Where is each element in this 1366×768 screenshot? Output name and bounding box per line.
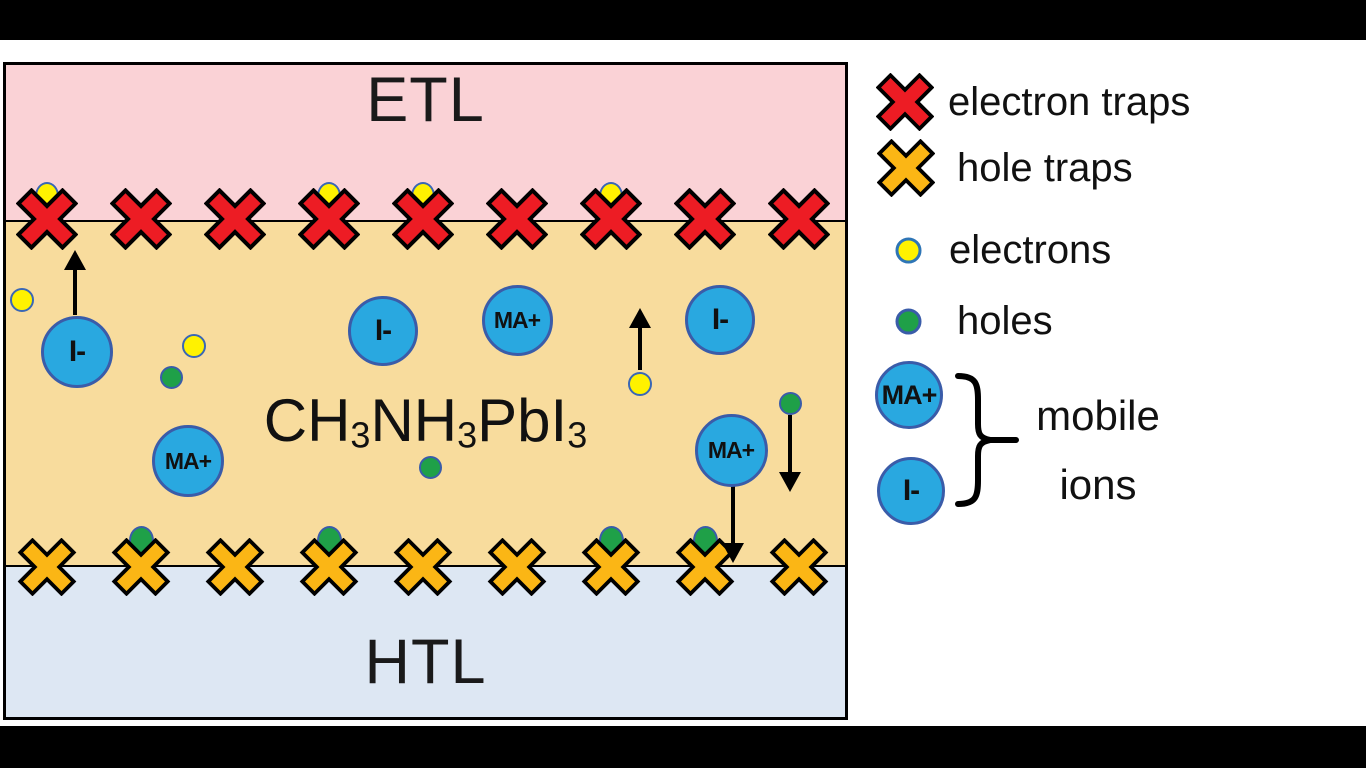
etl-label: ETL bbox=[366, 65, 485, 135]
legend-label-holes: holes bbox=[957, 298, 1053, 343]
legend-row-electrons: electrons bbox=[895, 224, 1111, 276]
legend-ma-ion: MA+ bbox=[875, 361, 943, 429]
electron-trap-icon bbox=[876, 73, 934, 131]
perovskite-formula: CH3NH3PbI3 bbox=[263, 387, 588, 456]
mobile-ions-caption-line2: ions bbox=[1059, 461, 1137, 508]
legend-label-electrons: electrons bbox=[949, 227, 1112, 272]
top-black-band bbox=[0, 0, 1366, 40]
perovskite-layer bbox=[6, 220, 845, 567]
hole-icon bbox=[895, 308, 922, 334]
bottom-black-band bbox=[0, 726, 1366, 768]
hole-trap-icon bbox=[877, 139, 935, 197]
legend-iodide-ion: I- bbox=[877, 457, 945, 525]
brace-icon bbox=[955, 373, 1019, 507]
legend-row-hole-traps: hole traps bbox=[877, 139, 1133, 197]
htl-label: HTL bbox=[364, 627, 487, 697]
mobile-ions-caption-line1: mobile bbox=[1036, 392, 1160, 439]
legend-row-electron-traps: electron traps bbox=[876, 73, 1190, 131]
legend-label-electron-traps: electron traps bbox=[948, 79, 1191, 124]
legend-row-holes: holes bbox=[895, 295, 1053, 347]
legend-label-hole-traps: hole traps bbox=[957, 145, 1133, 190]
electron-icon bbox=[895, 237, 922, 263]
